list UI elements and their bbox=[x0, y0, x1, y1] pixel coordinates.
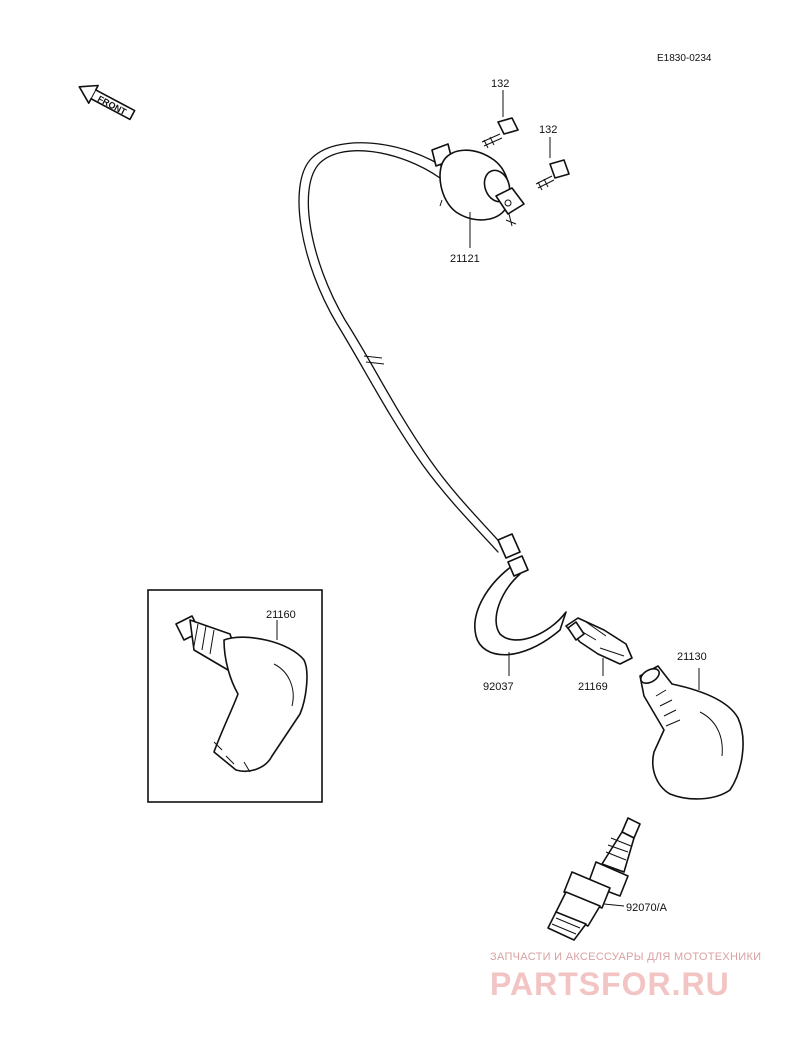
terminal bbox=[565, 617, 633, 665]
bolt-132-a bbox=[481, 117, 519, 149]
clamp bbox=[474, 555, 567, 656]
inset-plug-cap bbox=[175, 615, 308, 773]
label-bolt-a: 132 bbox=[491, 78, 509, 90]
spark-plug bbox=[547, 817, 641, 941]
diagram-code: E1830-0234 bbox=[657, 53, 712, 64]
ignition-coil bbox=[431, 143, 525, 227]
ht-lead bbox=[298, 142, 521, 559]
label-clamp: 92037 bbox=[483, 681, 514, 693]
front-arrow-icon: FRONT bbox=[78, 84, 136, 121]
label-inset-cap: 21160 bbox=[266, 609, 296, 621]
label-ignition-coil: 21121 bbox=[450, 253, 480, 265]
inset-box bbox=[147, 589, 323, 803]
label-plug-cap: 21130 bbox=[677, 651, 707, 663]
bolt-132-b bbox=[535, 159, 570, 191]
watermark-tagline: ЗАПЧАСТИ И АКСЕССУАРЫ ДЛЯ МОТОТЕХНИКИ bbox=[490, 951, 761, 963]
label-bolt-b: 132 bbox=[539, 124, 557, 136]
front-label: FRONT bbox=[96, 94, 129, 118]
label-terminal: 21169 bbox=[578, 681, 608, 693]
plug-cap bbox=[639, 665, 744, 800]
watermark-brand: PARTSFOR.RU bbox=[490, 966, 730, 1002]
label-spark-plug: 92070/A bbox=[626, 902, 668, 914]
